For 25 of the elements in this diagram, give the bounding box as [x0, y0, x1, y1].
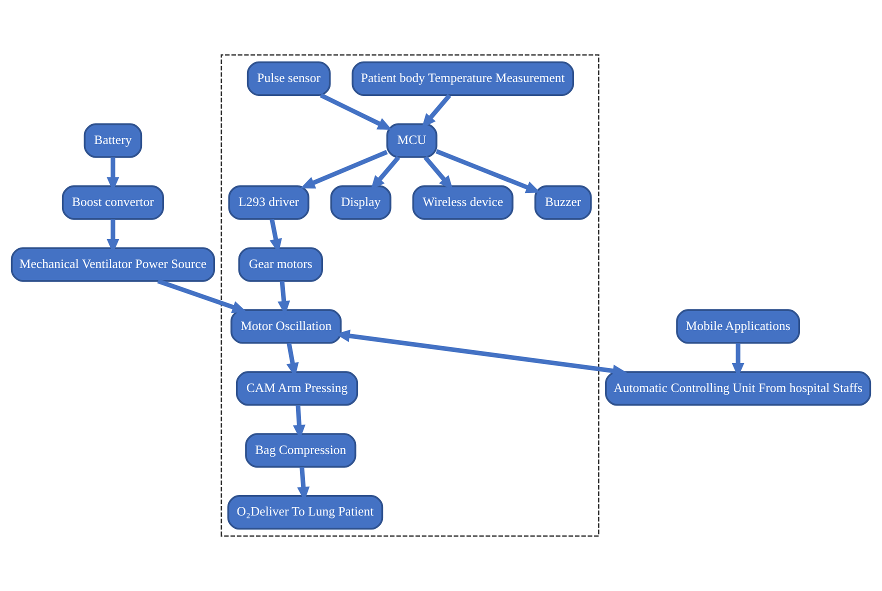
arrow	[422, 94, 452, 128]
node-box: O₂Deliver To Lung Patient	[227, 495, 384, 530]
node-box: Boost convertor	[62, 185, 164, 220]
node-box: Patient body Temperature Measurement	[352, 61, 574, 96]
node-box: Mechanical Ventilator Power Source	[10, 247, 216, 282]
arrow	[320, 93, 392, 130]
node-box: Automatic Controlling Unit From hospital Staffs	[605, 371, 872, 406]
node-box: Gear motors	[238, 247, 323, 282]
node-box: Buzzer	[534, 185, 592, 220]
node-box: L293 driver	[228, 185, 310, 220]
arrow	[424, 156, 454, 190]
node-box: Display	[330, 185, 392, 220]
node-box: Mobile Applications	[676, 309, 800, 344]
arrow	[436, 149, 540, 194]
node-box: CAM Arm Pressing	[236, 371, 358, 406]
node-box: MCU	[386, 123, 438, 158]
node-box: Bag Compression	[245, 433, 356, 468]
arrow	[157, 278, 247, 314]
node-box: Motor Oscillation	[230, 309, 342, 344]
node-box: Battery	[84, 123, 142, 158]
node-box: Wireless device	[412, 185, 514, 220]
node-box: Pulse sensor	[246, 61, 331, 96]
cluster	[220, 54, 600, 537]
arrow	[370, 156, 400, 190]
arrow	[300, 150, 388, 189]
